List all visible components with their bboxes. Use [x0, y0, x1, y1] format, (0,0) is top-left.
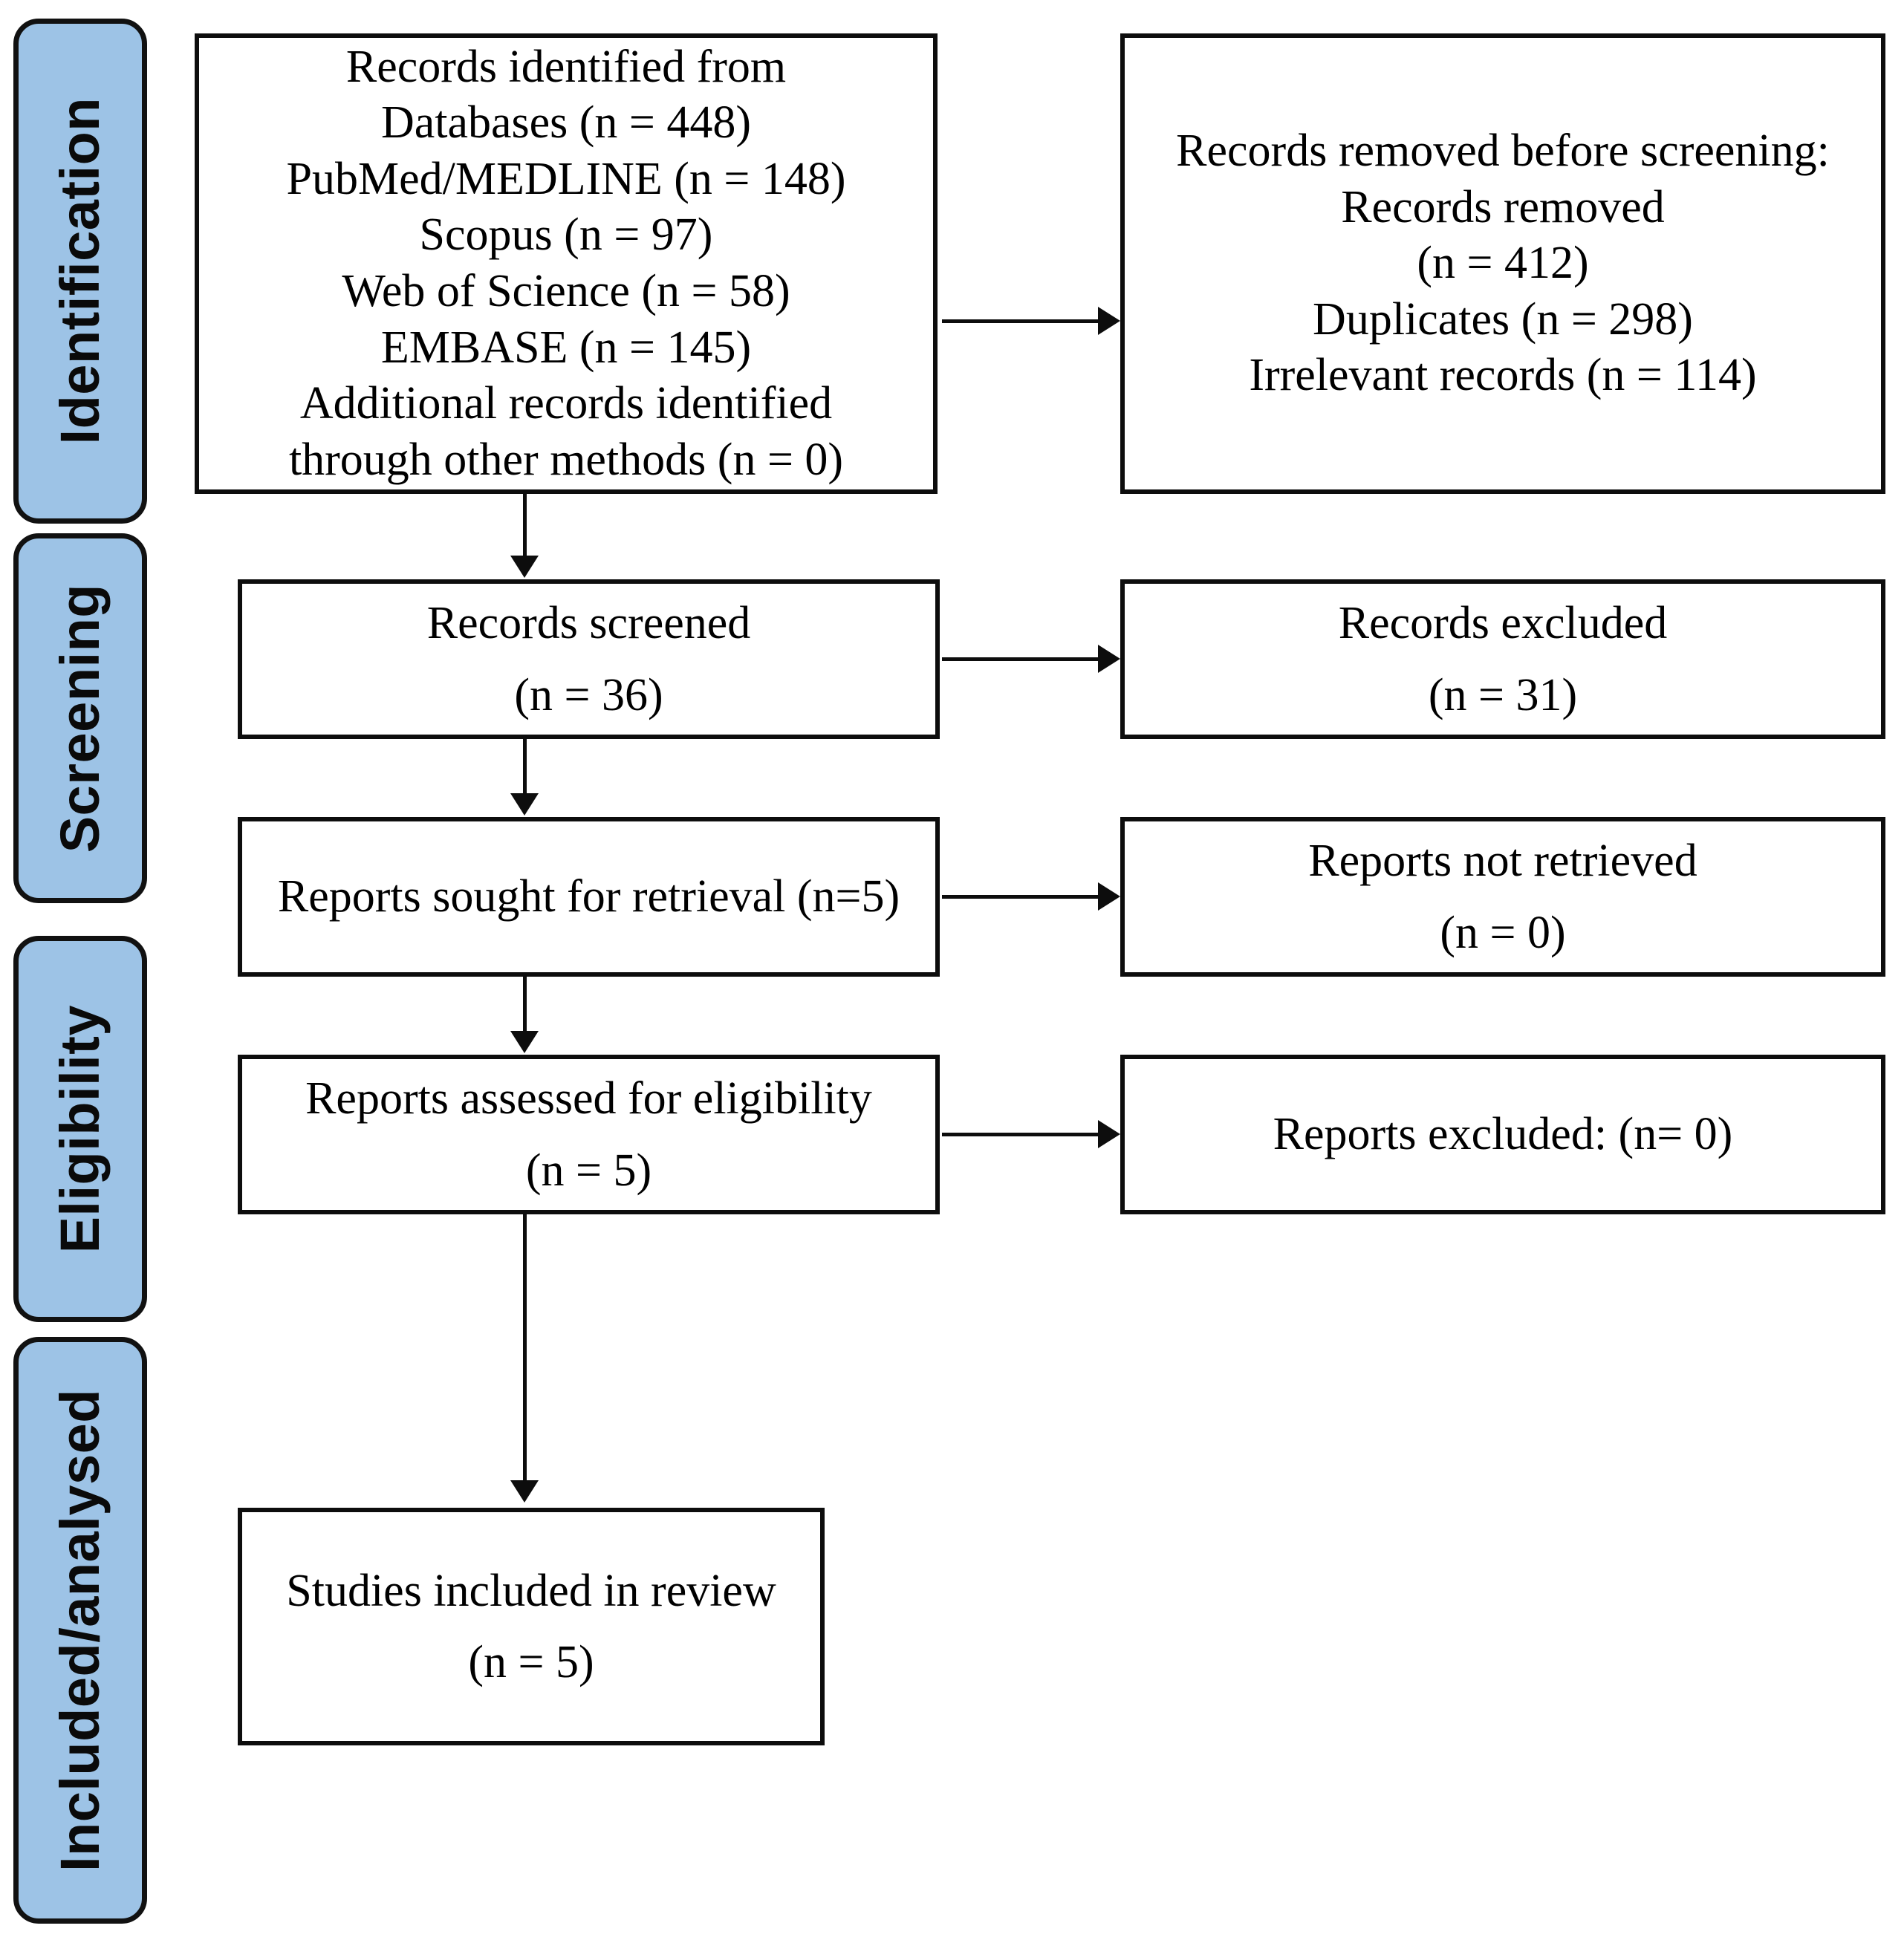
- box-line: (n = 31): [1428, 669, 1578, 720]
- arrowhead-sought-to-assessed: [510, 1031, 539, 1053]
- arrowhead-identified-to-removed: [1098, 307, 1120, 335]
- connector-assessed-to-included: [523, 1214, 527, 1482]
- connector-sought-to-assessed: [523, 977, 527, 1032]
- box-line: through other methods (n = 0): [288, 434, 844, 485]
- stage-label-included-analysed: Included/analysed: [49, 1388, 111, 1872]
- stage-bar-screening: Screening: [13, 533, 147, 903]
- box-reports-excluded: Reports excluded: (n= 0): [1120, 1055, 1885, 1214]
- box-line: Reports not retrieved: [1308, 836, 1697, 887]
- box-line: Reports assessed for eligibility: [305, 1073, 872, 1124]
- box-line: (n = 412): [1417, 238, 1589, 289]
- box-line: Scopus (n = 97): [419, 209, 713, 261]
- box-reports-assessed-for-eligibility: Reports assessed for eligibility (n = 5): [238, 1055, 940, 1214]
- box-line: Additional records identified: [299, 378, 833, 429]
- arrowhead-assessed-to-included: [510, 1480, 539, 1503]
- connector-sought-to-not-retrieved: [942, 895, 1099, 899]
- arrowhead-sought-to-not-retrieved: [1098, 882, 1120, 911]
- box-line: (n = 5): [525, 1145, 652, 1196]
- box-line: Records removed: [1341, 181, 1665, 232]
- box-line: (n = 5): [468, 1637, 594, 1687]
- connector-screened-to-sought: [523, 739, 527, 795]
- box-line: Studies included in review: [286, 1565, 776, 1616]
- box-line: PubMed/MEDLINE (n = 148): [286, 153, 846, 204]
- box-records-excluded: Records excluded (n = 31): [1120, 579, 1885, 739]
- stage-bar-identification: Identification: [13, 19, 147, 524]
- box-line: EMBASE (n = 145): [380, 322, 752, 373]
- connector-assessed-to-reports-excluded: [942, 1133, 1099, 1136]
- arrowhead-identified-to-screened: [510, 556, 539, 578]
- stage-label-identification: Identification: [49, 97, 111, 445]
- connector-identified-to-screened: [523, 494, 527, 557]
- arrowhead-assessed-to-reports-excluded: [1098, 1120, 1120, 1148]
- connector-screened-to-excluded: [942, 657, 1099, 661]
- box-reports-not-retrieved: Reports not retrieved (n = 0): [1120, 817, 1885, 977]
- box-line: Records identified from: [345, 41, 787, 92]
- box-records-removed-before-screening: Records removed before screening: Record…: [1120, 33, 1885, 494]
- box-line: Databases (n = 448): [380, 97, 752, 149]
- box-line: Reports excluded: (n= 0): [1273, 1109, 1733, 1160]
- arrowhead-screened-to-sought: [510, 793, 539, 816]
- stage-bar-eligibility: Eligibility: [13, 936, 147, 1322]
- arrowhead-screened-to-excluded: [1098, 645, 1120, 673]
- box-line: Records screened: [426, 598, 751, 649]
- box-reports-sought-for-retrieval: Reports sought for retrieval (n=5): [238, 817, 940, 977]
- stage-label-screening: Screening: [49, 583, 111, 853]
- box-records-identified: Records identified from Databases (n = 4…: [195, 33, 938, 494]
- box-line: Reports sought for retrieval (n=5): [277, 871, 900, 922]
- stage-label-eligibility: Eligibility: [49, 1004, 111, 1254]
- box-records-screened: Records screened (n = 36): [238, 579, 940, 739]
- connector-identified-to-removed: [942, 319, 1099, 323]
- box-line: Irrelevant records (n = 114): [1249, 350, 1757, 401]
- box-line: Duplicates (n = 298): [1313, 293, 1693, 345]
- box-line: (n = 36): [514, 669, 663, 720]
- box-line: Records excluded: [1338, 598, 1668, 649]
- box-line: (n = 0): [1440, 907, 1566, 958]
- box-line: Records removed before screening:: [1176, 125, 1830, 176]
- stage-bar-included-analysed: Included/analysed: [13, 1337, 147, 1924]
- box-line: Web of Science (n = 58): [342, 266, 790, 316]
- box-studies-included-in-review: Studies included in review (n = 5): [238, 1508, 825, 1745]
